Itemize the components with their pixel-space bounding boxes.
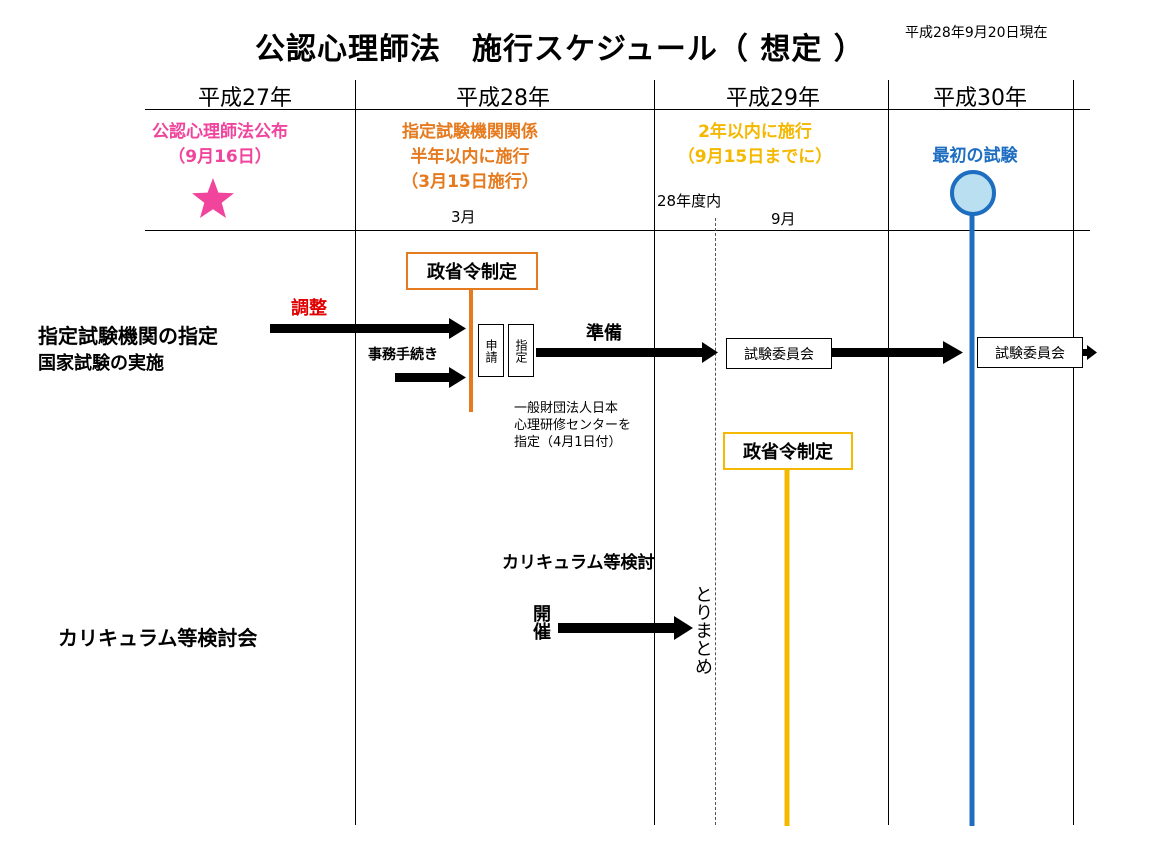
apply-box: 申請 — [478, 324, 504, 377]
row-label-designation: 指定試験機関の指定 国家試験の実施 — [38, 324, 218, 374]
arrow-curriculum-head — [674, 616, 693, 640]
fy28-end-dashed-line — [715, 218, 716, 825]
arrow-continue — [1082, 349, 1088, 356]
arrow-coordination-head — [449, 318, 466, 339]
year-h28: 平成28年 — [456, 86, 550, 111]
arrow-committee-head — [943, 341, 963, 364]
row-label-curriculum: カリキュラム等検討会 — [58, 626, 258, 650]
exam-committee-box-1: 試験委員会 — [726, 338, 832, 369]
march-label: 3月 — [451, 208, 476, 226]
summary-label: とりまとめ — [692, 585, 713, 675]
milestone-divider — [145, 230, 1090, 231]
within-2-years-note: 2年以内に施行 （9月15日までに） — [677, 122, 833, 167]
arrow-preparation — [536, 348, 703, 357]
adjust-label: 調整 — [291, 298, 327, 319]
arrow-committee — [832, 348, 944, 357]
paperwork-label: 事務手続き — [368, 347, 438, 363]
ordinance-box-h29: 政省令制定 — [723, 432, 853, 470]
year-boundary-h30 — [888, 80, 889, 825]
hold-label: 開催 — [530, 604, 551, 640]
arrow-coordination — [270, 324, 450, 333]
arrow-continue-head — [1087, 345, 1097, 360]
designated-org-detail: 一般財団法人日本 心理研修センターを 指定（4月1日付） — [514, 401, 632, 450]
designate-box: 指定 — [508, 324, 534, 377]
year-h27: 平成27年 — [198, 86, 292, 111]
arrow-paperwork-head — [449, 367, 466, 388]
arrow-curriculum — [558, 623, 675, 633]
september-label: 9月 — [771, 210, 796, 228]
exam-committee-box-2: 試験委員会 — [977, 337, 1083, 368]
first-exam-circle-icon — [950, 170, 996, 216]
year-boundary-h28 — [355, 80, 356, 825]
first-exam-note: 最初の試験 — [932, 146, 1018, 166]
promulgation-note: 公認心理師法公布 （9月16日） — [152, 122, 288, 167]
arrows — [270, 318, 1097, 640]
star-icon — [192, 178, 234, 218]
designated-org-note: 指定試験機関関係 半年以内に施行 （3月15日施行） — [401, 122, 539, 192]
year-h29: 平成29年 — [726, 86, 820, 111]
page-title: 公認心理師法 施行スケジュール（ 想定 ） — [255, 32, 865, 67]
arrow-preparation-head — [702, 342, 718, 363]
arrow-paperwork — [395, 373, 450, 382]
curriculum-review-label: カリキュラム等検討 — [502, 553, 655, 573]
fy28-label: 28年度内 — [657, 192, 722, 210]
year-boundary-h29 — [654, 80, 655, 825]
as-of-date: 平成28年9月20日現在 — [905, 25, 1048, 41]
ordinance-box-h28: 政省令制定 — [406, 252, 538, 290]
year-h30: 平成30年 — [933, 86, 1027, 111]
year-boundary-end — [1073, 80, 1074, 825]
preparation-label: 準備 — [586, 323, 622, 344]
header-divider — [145, 109, 1090, 110]
